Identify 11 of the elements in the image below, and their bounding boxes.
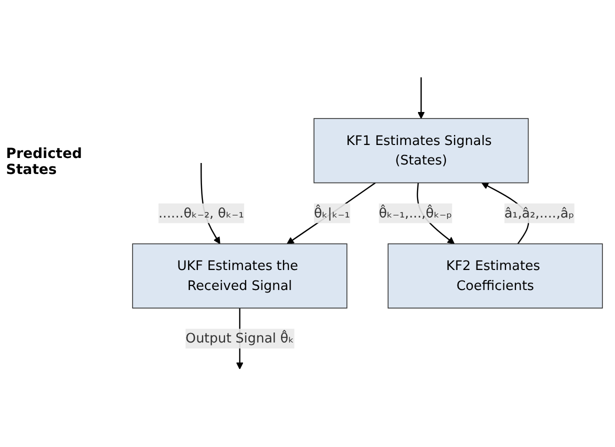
node-box: KF1 Estimates Signals (States): [314, 118, 529, 184]
edge-label: Output Signal θ̂ₖ: [186, 330, 294, 346]
arrow: [418, 78, 425, 120]
edge-label: â₁,â₂,....,âₚ: [504, 205, 574, 222]
arrow: [286, 182, 376, 244]
edge-label: θ̂ₖ|ₖ₋₁: [314, 205, 350, 222]
annotation-text: Predicted States: [6, 146, 83, 178]
edge-label: ......θₖ₋₂, θₖ₋₁: [158, 205, 244, 222]
node-box: UKF Estimates the Received Signal: [132, 244, 348, 309]
node-box: KF2 Estimates Coefficients: [388, 244, 603, 309]
edge-label: θ̂ₖ₋₁,...,θ̂ₖ₋ₚ: [378, 205, 452, 222]
